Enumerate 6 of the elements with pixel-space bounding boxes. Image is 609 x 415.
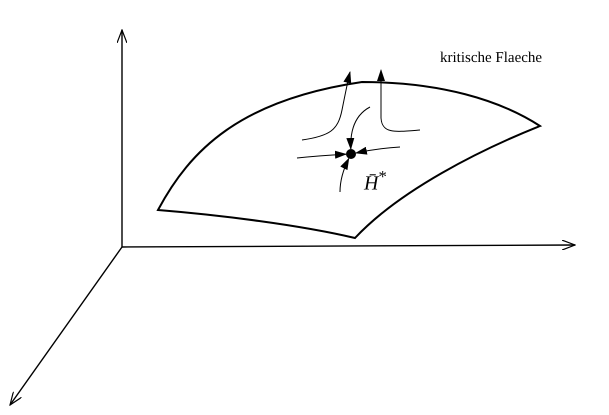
point-label: H̄$^{*}$ — [364, 167, 387, 196]
flow-arrow — [296, 150, 347, 159]
flow-arrow — [354, 146, 400, 155]
flow-arrow — [340, 158, 350, 192]
surface-label: kritische Flaeche — [440, 50, 542, 67]
flow-arrow — [346, 106, 370, 150]
